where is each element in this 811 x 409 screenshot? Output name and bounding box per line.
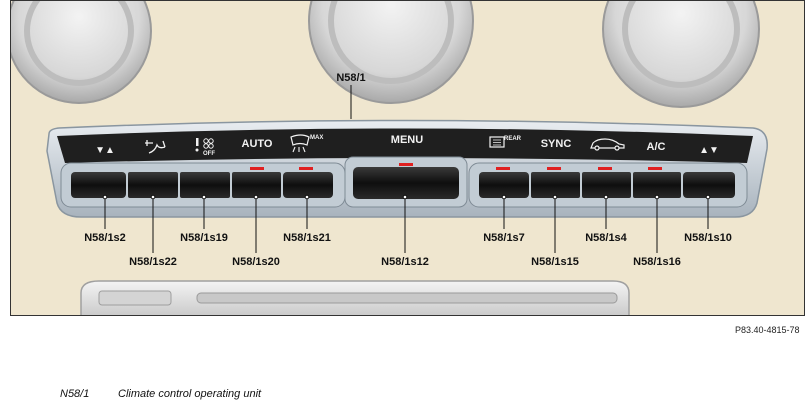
figure-frame: ▼▲ OFF AUTO MAX MENU REAR SYNC A/C ▲▼ [10, 0, 805, 316]
fan-level-dot [195, 148, 199, 152]
callout-dots [102, 194, 711, 200]
sync-label: SYNC [541, 138, 572, 150]
legend-description: Climate control operating unit [118, 388, 262, 400]
button-s12[interactable] [353, 167, 459, 199]
fan-off-label: OFF [203, 151, 215, 157]
callout-label-s10: N58/1s10 [684, 232, 732, 244]
lower-trim-slot-left [98, 290, 172, 306]
callout-label-s16: N58/1s16 [633, 256, 681, 268]
defrost-max-label: MAX [310, 135, 323, 141]
callout-label-s4: N58/1s4 [585, 232, 627, 244]
button-s21[interactable] [283, 172, 333, 198]
rear-defrost-symbol: REAR [489, 136, 522, 148]
button-s19[interactable] [180, 172, 230, 198]
indicator-auto [250, 167, 264, 170]
indicator-rear-defrost [496, 167, 510, 170]
callout-label-s21: N58/1s21 [283, 232, 331, 244]
airflow-icon [145, 140, 166, 154]
button-s10[interactable] [683, 172, 735, 198]
button-s16[interactable] [633, 172, 681, 198]
callout-label-s19: N58/1s19 [180, 232, 228, 244]
callout-label-s2: N58/1s2 [84, 232, 126, 244]
button-s7[interactable] [479, 172, 529, 198]
indicator-ac [648, 167, 662, 170]
recirculation-icon [590, 138, 625, 151]
menu-label: MENU [391, 134, 423, 146]
rear-window-defrost-icon [489, 136, 505, 148]
button-s22[interactable] [128, 172, 178, 198]
auto-label: AUTO [242, 138, 273, 150]
button-s2[interactable] [71, 172, 126, 198]
defrost-max-symbol: MAX [290, 134, 323, 153]
windshield-defrost-icon [290, 134, 310, 146]
air-vent-center-ring [328, 1, 454, 84]
callout-label-s20: N58/1s20 [232, 256, 280, 268]
ac-label: A/C [647, 141, 666, 153]
air-vent-left-ring [24, 1, 134, 86]
air-vent-left [11, 1, 152, 104]
callout-leaders [104, 197, 709, 253]
callout-label-s22: N58/1s22 [129, 256, 177, 268]
indicator-menu [399, 163, 413, 166]
air-vent-right [602, 1, 760, 108]
lower-trim [80, 280, 630, 315]
defrost-arrows-icon [292, 146, 306, 153]
button-s4[interactable] [582, 172, 631, 198]
air-vents [11, 1, 760, 108]
fan-up-symbol: ▲▼ [699, 145, 719, 156]
fan-off-symbol: OFF [195, 138, 215, 157]
button-s20[interactable] [232, 172, 281, 198]
callout-label-s15: N58/1s15 [531, 256, 579, 268]
climate-control-figure: ▼▲ OFF AUTO MAX MENU REAR SYNC A/C ▲▼ [11, 1, 804, 315]
indicator-recirculation [598, 167, 612, 170]
button-s15[interactable] [531, 172, 580, 198]
air-vent-right-ring [622, 1, 740, 88]
control-unit-display-strip [57, 128, 753, 163]
indicator-sync [547, 167, 561, 170]
callout-label-s12: N58/1s12 [381, 256, 429, 268]
figure-reference: P83.40-4815-78 [735, 325, 800, 335]
indicator-lights [250, 163, 662, 170]
air-vent-center [308, 1, 474, 104]
label-n58-1: N58/1 [336, 72, 365, 84]
indicator-defrost-max [299, 167, 313, 170]
rear-defrost-label: REAR [504, 136, 522, 142]
fan-level-icon [196, 138, 199, 146]
callout-label-s7: N58/1s7 [483, 232, 525, 244]
legend-code: N58/1 [60, 388, 90, 400]
fan-icon [203, 138, 214, 149]
fan-down-symbol: ▼▲ [95, 145, 115, 156]
rear-defrost-lines-icon [493, 139, 501, 146]
lower-trim-slot-center [196, 292, 618, 304]
